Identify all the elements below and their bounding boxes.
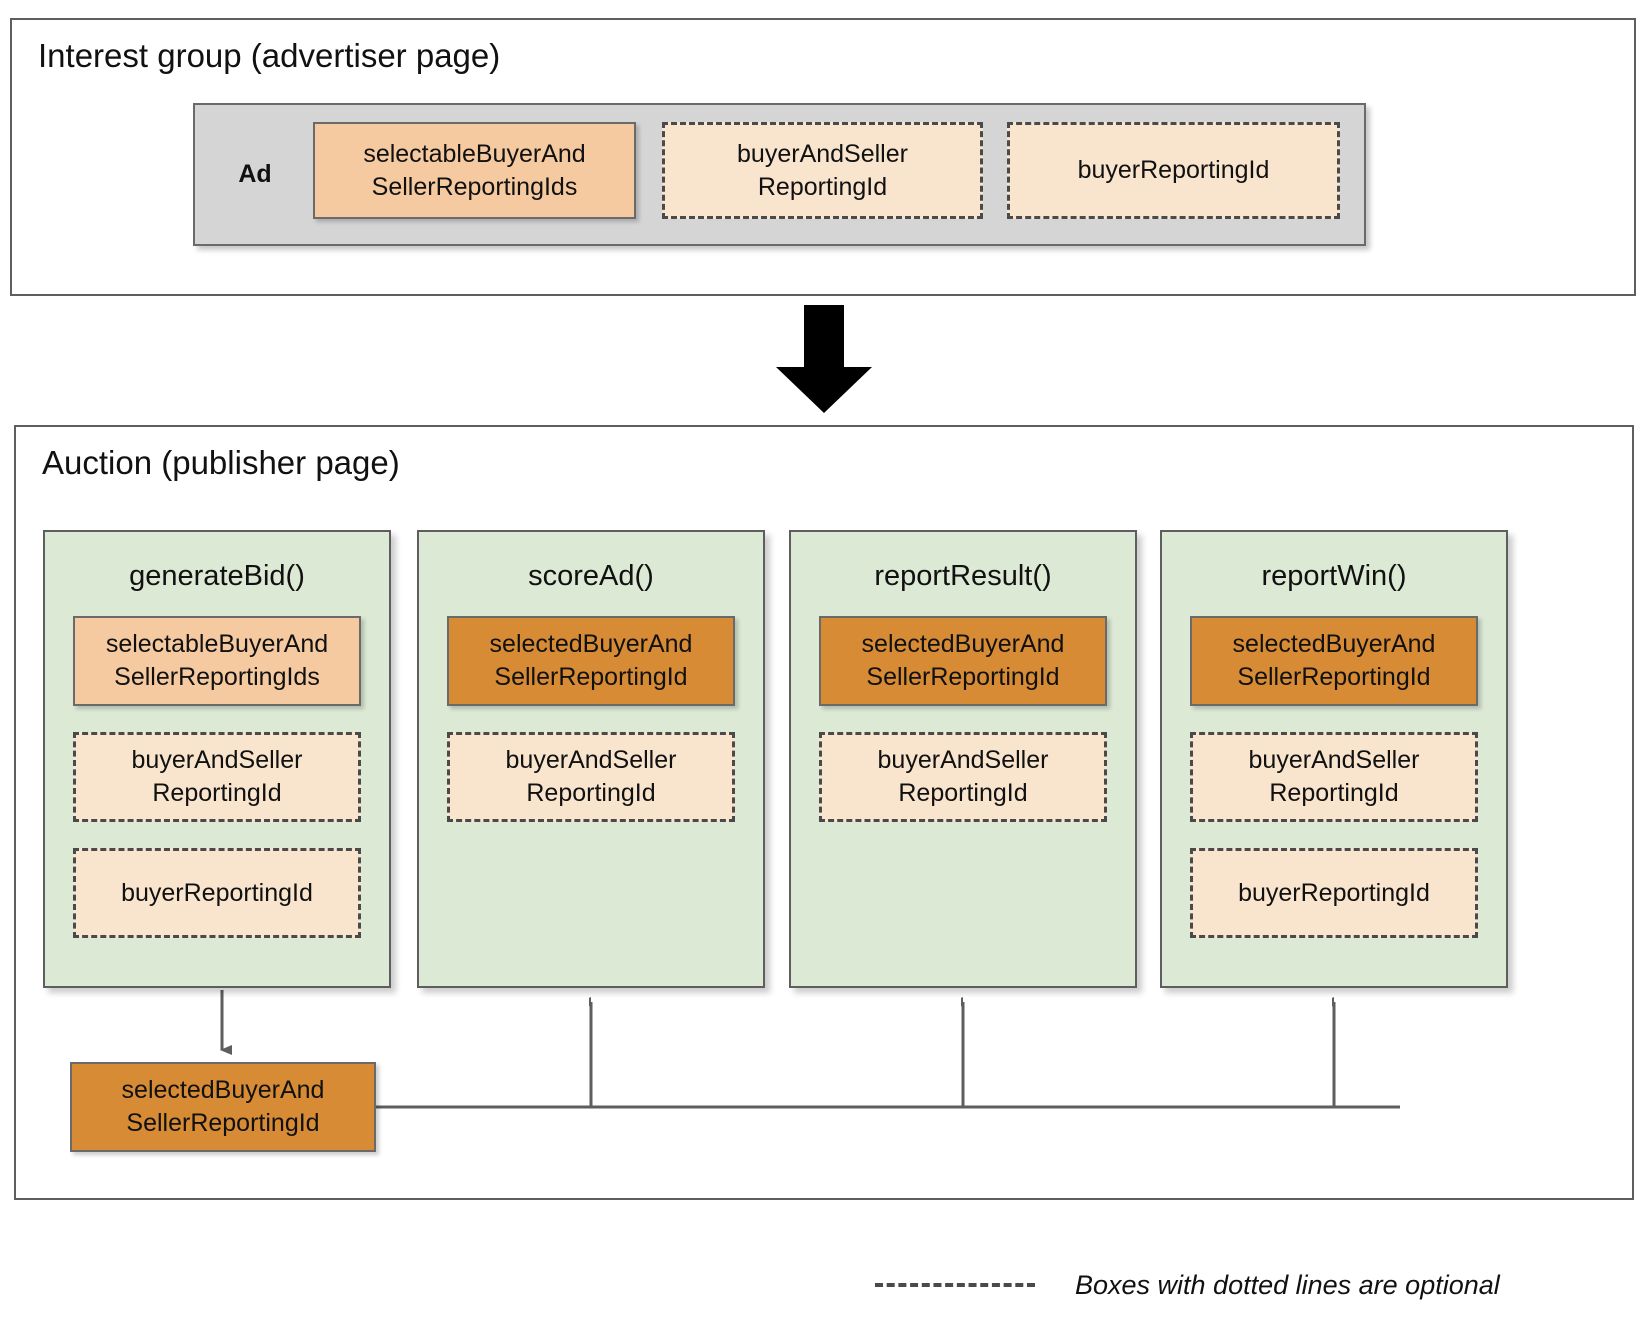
function-title-reportwin: reportWin() [1261, 560, 1407, 592]
function-title-generatebid: generateBid() [129, 560, 305, 592]
ad-field-selectable-buyer-and-seller-reporting-ids: selectableBuyerAnd SellerReportingIds [313, 122, 636, 219]
ad-field-buyer-reporting-id: buyerReportingId [1007, 122, 1340, 219]
down-arrow-icon [776, 305, 872, 413]
function-fields-generatebid: selectableBuyerAnd SellerReportingIds bu… [73, 616, 361, 964]
function-column-reportresult: reportResult() selectedBuyerAnd SellerRe… [789, 530, 1137, 988]
field-buyer-reporting-id: buyerReportingId [1190, 848, 1478, 938]
legend: Boxes with dotted lines are optional [875, 1262, 1575, 1308]
field-buyer-and-seller-reporting-id: buyerAndSeller ReportingId [1190, 732, 1478, 822]
function-column-scoread: scoreAd() selectedBuyerAnd SellerReporti… [417, 530, 765, 988]
function-title-scoread: scoreAd() [528, 560, 654, 592]
interest-group-title: Interest group (advertiser page) [38, 37, 501, 74]
ad-label: Ad [238, 160, 272, 188]
function-fields-reportresult: selectedBuyerAnd SellerReportingId buyer… [819, 616, 1107, 848]
legend-label: Boxes with dotted lines are optional [1075, 1269, 1500, 1300]
field-selected-buyer-and-seller-reporting-id: selectedBuyerAnd SellerReportingId [447, 616, 735, 706]
legend-dashed-line-swatch [875, 1283, 1035, 1287]
field-buyer-and-seller-reporting-id: buyerAndSeller ReportingId [447, 732, 735, 822]
function-column-reportwin: reportWin() selectedBuyerAnd SellerRepor… [1160, 530, 1508, 988]
auction-title: Auction (publisher page) [42, 444, 400, 481]
function-title-reportresult: reportResult() [874, 560, 1052, 592]
field-buyer-reporting-id: buyerReportingId [73, 848, 361, 938]
field-buyer-and-seller-reporting-id: buyerAndSeller ReportingId [73, 732, 361, 822]
field-selected-buyer-and-seller-reporting-id: selectedBuyerAnd SellerReportingId [1190, 616, 1478, 706]
field-buyer-and-seller-reporting-id: buyerAndSeller ReportingId [819, 732, 1107, 822]
ad-field-buyer-and-seller-reporting-id: buyerAndSeller ReportingId [662, 122, 983, 219]
field-selected-buyer-and-seller-reporting-id: selectedBuyerAnd SellerReportingId [819, 616, 1107, 706]
function-fields-reportwin: selectedBuyerAnd SellerReportingId buyer… [1190, 616, 1478, 964]
function-column-generatebid: generateBid() selectableBuyerAnd SellerR… [43, 530, 391, 988]
function-fields-scoread: selectedBuyerAnd SellerReportingId buyer… [447, 616, 735, 848]
output-selected-buyer-and-seller-reporting-id: selectedBuyerAnd SellerReportingId [70, 1062, 376, 1152]
field-selectable-buyer-and-seller-reporting-ids: selectableBuyerAnd SellerReportingIds [73, 616, 361, 706]
